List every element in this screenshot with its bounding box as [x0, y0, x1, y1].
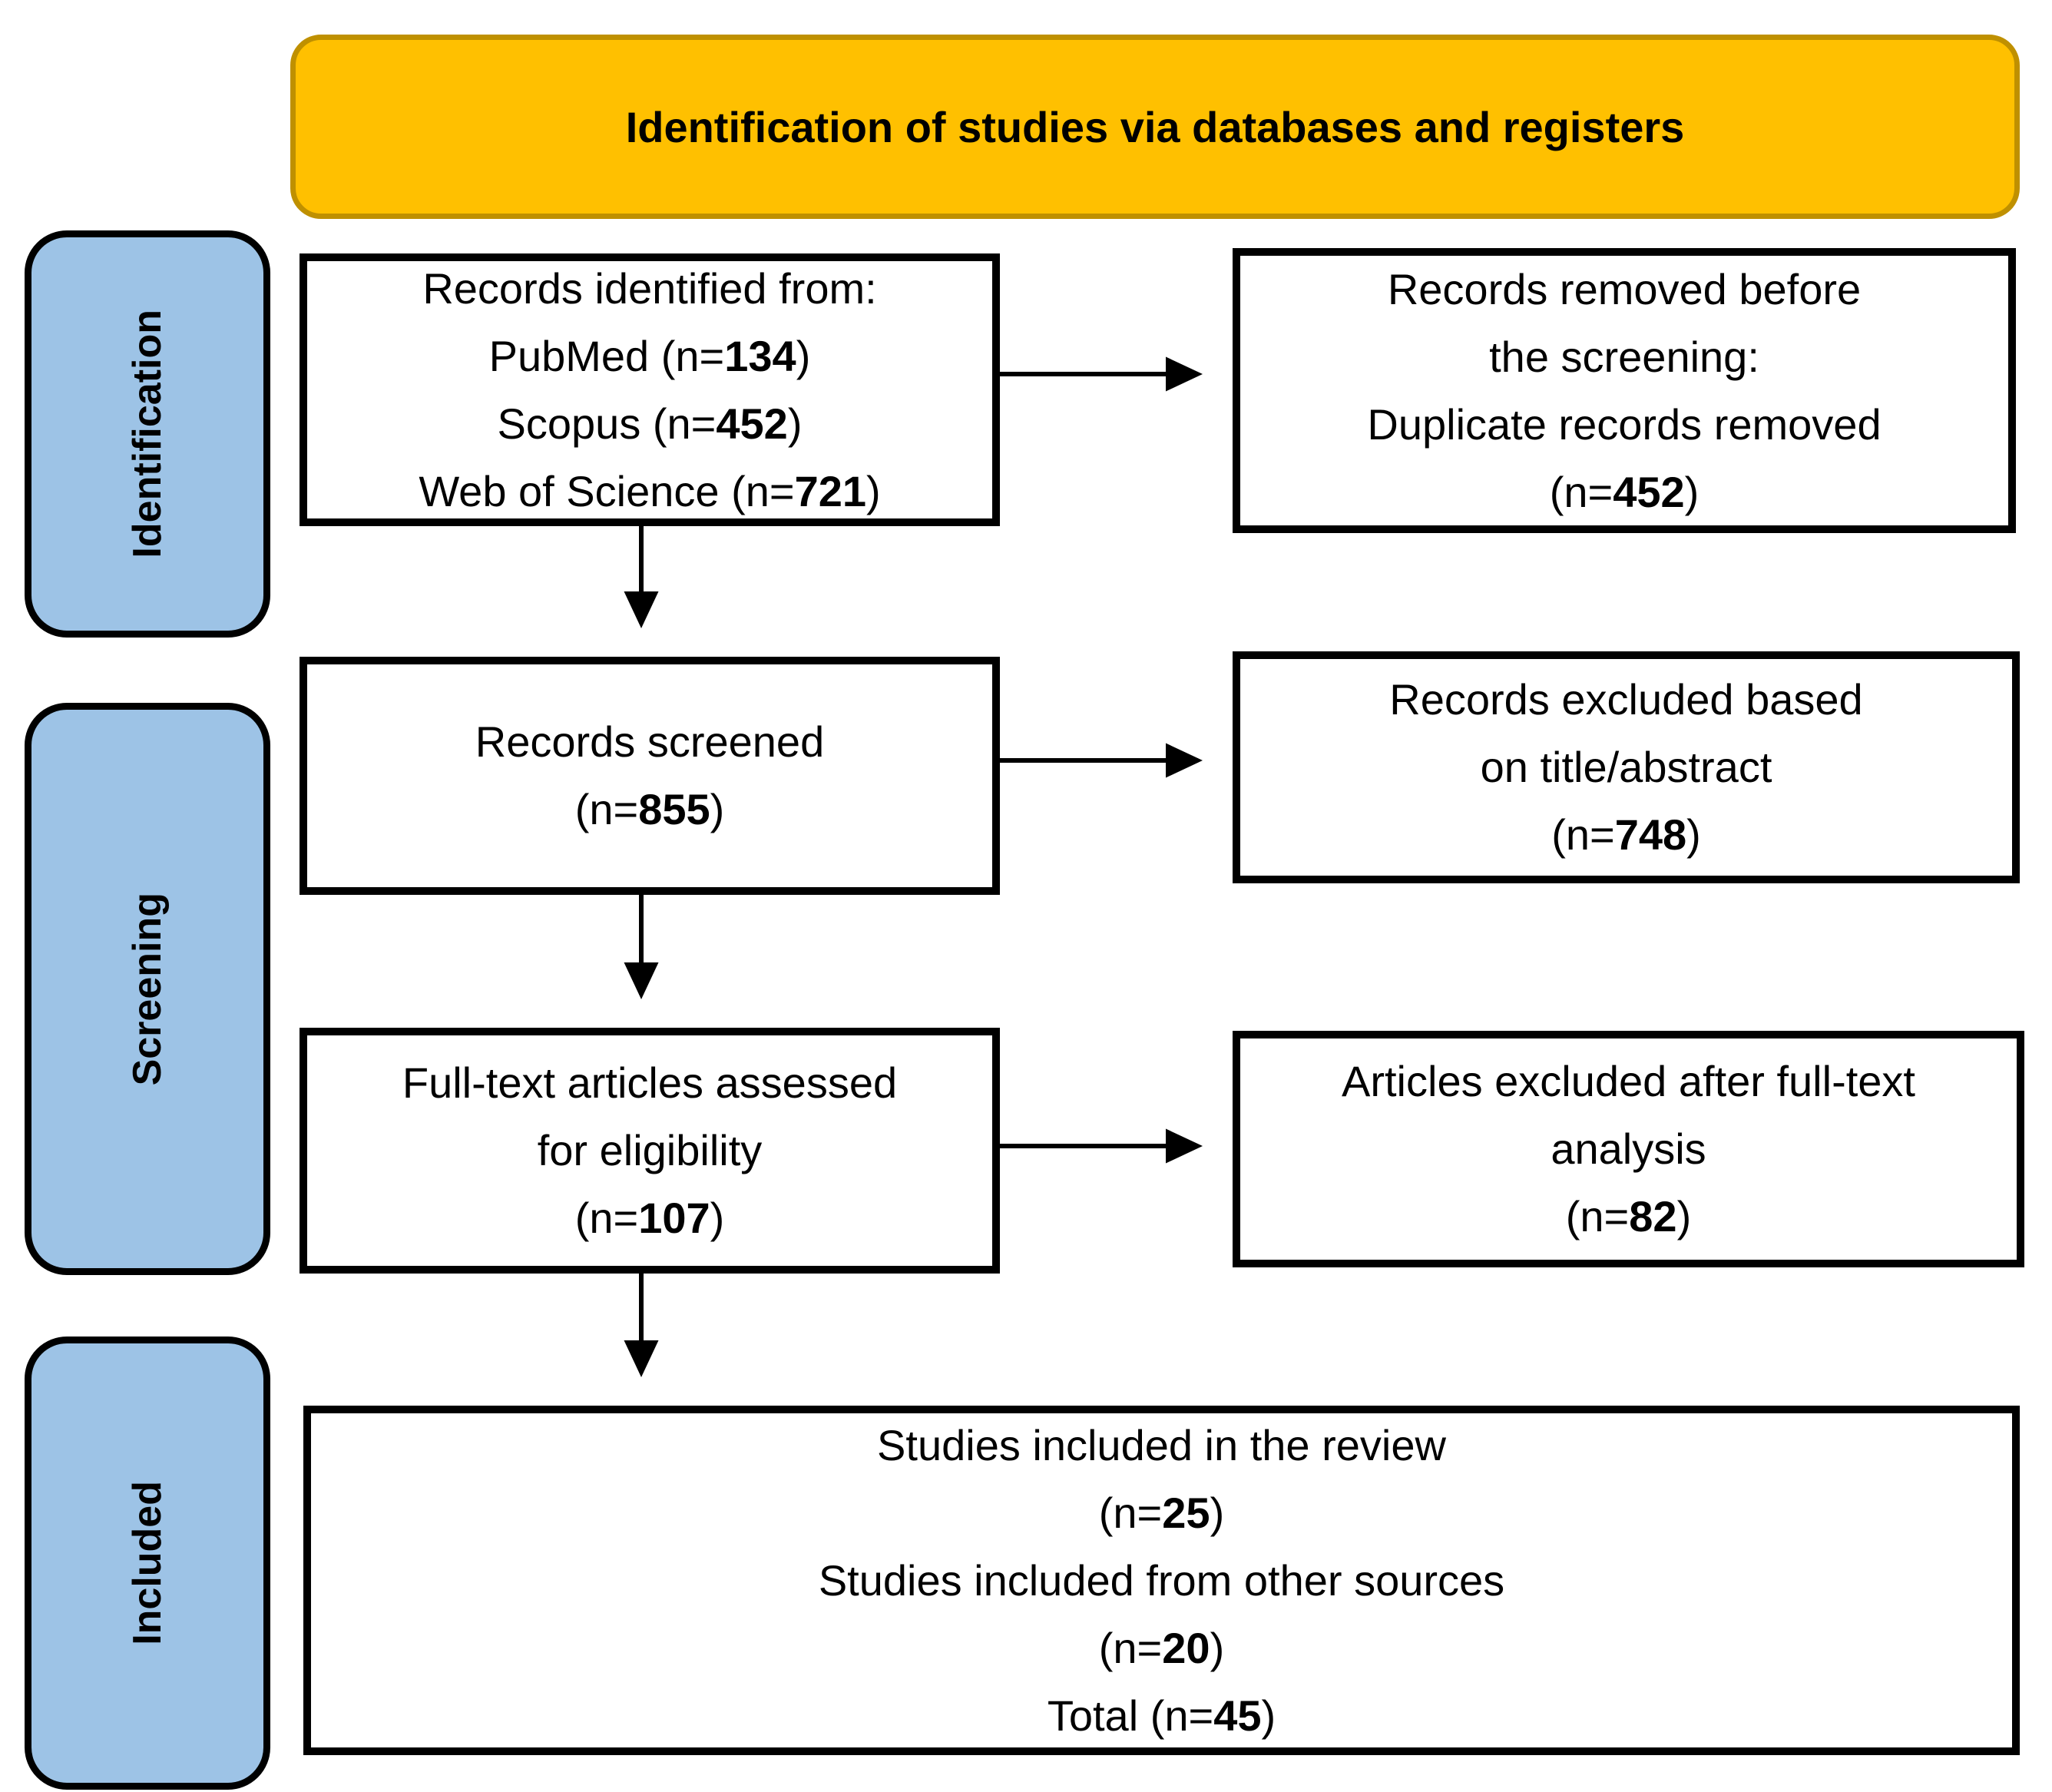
text-segment: (n=: [1098, 1623, 1163, 1672]
count-value: 82: [1629, 1192, 1677, 1240]
text-segment: (n=: [1551, 810, 1615, 859]
text-segment: (n=: [1098, 1488, 1163, 1537]
text-segment: PubMed (n=: [488, 331, 725, 380]
count-value: 855: [638, 785, 710, 833]
text-segment: (n=: [574, 785, 639, 833]
text-segment: ): [796, 331, 811, 380]
stage-label-screening: Screening: [125, 892, 170, 1086]
text-segment: Articles excluded after full-text: [1342, 1057, 1915, 1105]
text-line: Records identified from:: [422, 255, 876, 323]
text-line: Studies included in the review: [877, 1412, 1446, 1479]
text-line: (n=452): [1550, 459, 1700, 526]
text-line: Records removed before: [1388, 256, 1861, 323]
text-segment: (n=: [1565, 1192, 1630, 1240]
count-value: 452: [716, 399, 788, 448]
text-line: Records excluded based: [1389, 666, 1862, 734]
text-line: (n=25): [1099, 1479, 1224, 1547]
text-segment: (n=: [574, 1194, 639, 1242]
text-segment: Records excluded based: [1389, 675, 1863, 724]
text-segment: analysis: [1551, 1125, 1706, 1173]
text-segment: Web of Science (n=: [419, 466, 795, 515]
text-segment: ): [1210, 1488, 1225, 1537]
count-value: 452: [1613, 467, 1685, 516]
text-line: PubMed (n=134): [489, 323, 811, 390]
count-value: 25: [1162, 1488, 1210, 1537]
text-line: (n=107): [575, 1184, 725, 1252]
text-line: on title/abstract: [1481, 734, 1772, 801]
text-segment: Records removed before: [1387, 264, 1862, 313]
text-line: Articles excluded after full-text: [1342, 1048, 1915, 1115]
box-records-excluded-title-abstract: Records excluded based on title/abstract (…: [1233, 651, 2020, 883]
text-segment: ): [1210, 1623, 1225, 1672]
stage-included: Included: [25, 1337, 270, 1790]
text-segment: ): [1684, 467, 1700, 516]
text-segment: the screening:: [1489, 332, 1759, 381]
text-segment: ): [710, 785, 725, 833]
text-line: Total (n=45): [1048, 1682, 1276, 1750]
text-line: analysis: [1551, 1115, 1706, 1183]
text-line: Full-text articles assessed: [402, 1049, 897, 1117]
text-segment: ): [1261, 1691, 1276, 1740]
text-line: Records screened: [475, 708, 824, 776]
text-segment: Records identified from:: [422, 263, 877, 313]
text-segment: Full-text articles assessed: [402, 1058, 898, 1107]
text-segment: Studies included in the review: [877, 1420, 1446, 1469]
box-articles-excluded-fulltext: Articles excluded after full-text analysi…: [1233, 1031, 2024, 1267]
box-fulltext-assessed: Full-text articles assessed for eligibili…: [300, 1028, 1000, 1274]
count-value: 721: [794, 466, 866, 515]
text-segment: Records screened: [475, 717, 825, 766]
text-line: (n=82): [1566, 1183, 1691, 1250]
banner-title: Identification of studies via databases …: [625, 102, 1685, 151]
count-value: 45: [1213, 1691, 1262, 1740]
text-segment: Studies included from other sources: [818, 1555, 1505, 1605]
text-line: the screening:: [1489, 323, 1759, 391]
text-segment: Scopus (n=: [497, 399, 717, 448]
text-segment: for eligibility: [537, 1126, 763, 1174]
text-line: Studies included from other sources: [819, 1547, 1504, 1615]
stage-identification: Identification: [25, 230, 270, 638]
count-value: 107: [638, 1194, 710, 1242]
text-segment: ): [1676, 1192, 1692, 1240]
text-segment: ): [1686, 810, 1701, 859]
text-line: (n=20): [1099, 1615, 1224, 1682]
box-records-removed-before-screening: Records removed before the screening: Dupl…: [1233, 248, 2016, 533]
text-line: for eligibility: [538, 1117, 763, 1184]
box-records-identified: Records identified from:PubMed (n=134)Sc…: [300, 253, 1000, 526]
count-value: 748: [1614, 810, 1687, 859]
box-records-screened: Records screened (n=855): [300, 657, 1000, 895]
text-line: (n=855): [575, 776, 725, 843]
text-segment: Duplicate records removed: [1367, 399, 1882, 449]
text-segment: ): [787, 399, 803, 448]
text-segment: ): [866, 466, 881, 515]
stage-label-identification: Identification: [125, 310, 170, 558]
text-line: Duplicate records removed: [1367, 391, 1881, 459]
text-line: Scopus (n=452): [498, 390, 803, 458]
stage-screening: Screening: [25, 703, 270, 1275]
box-studies-included: Studies included in the review(n=25)Stud…: [303, 1406, 2020, 1755]
text-line: (n=748): [1551, 801, 1701, 869]
text-segment: on title/abstract: [1480, 743, 1772, 791]
count-value: 134: [724, 331, 796, 380]
text-segment: (n=: [1549, 467, 1613, 516]
text-segment: Total (n=: [1047, 1691, 1214, 1740]
banner: Identification of studies via databases …: [290, 35, 2020, 219]
text-line: Web of Science (n=721): [419, 458, 880, 525]
text-segment: ): [710, 1194, 725, 1242]
count-value: 20: [1162, 1623, 1210, 1672]
stage-label-included: Included: [125, 1481, 170, 1645]
